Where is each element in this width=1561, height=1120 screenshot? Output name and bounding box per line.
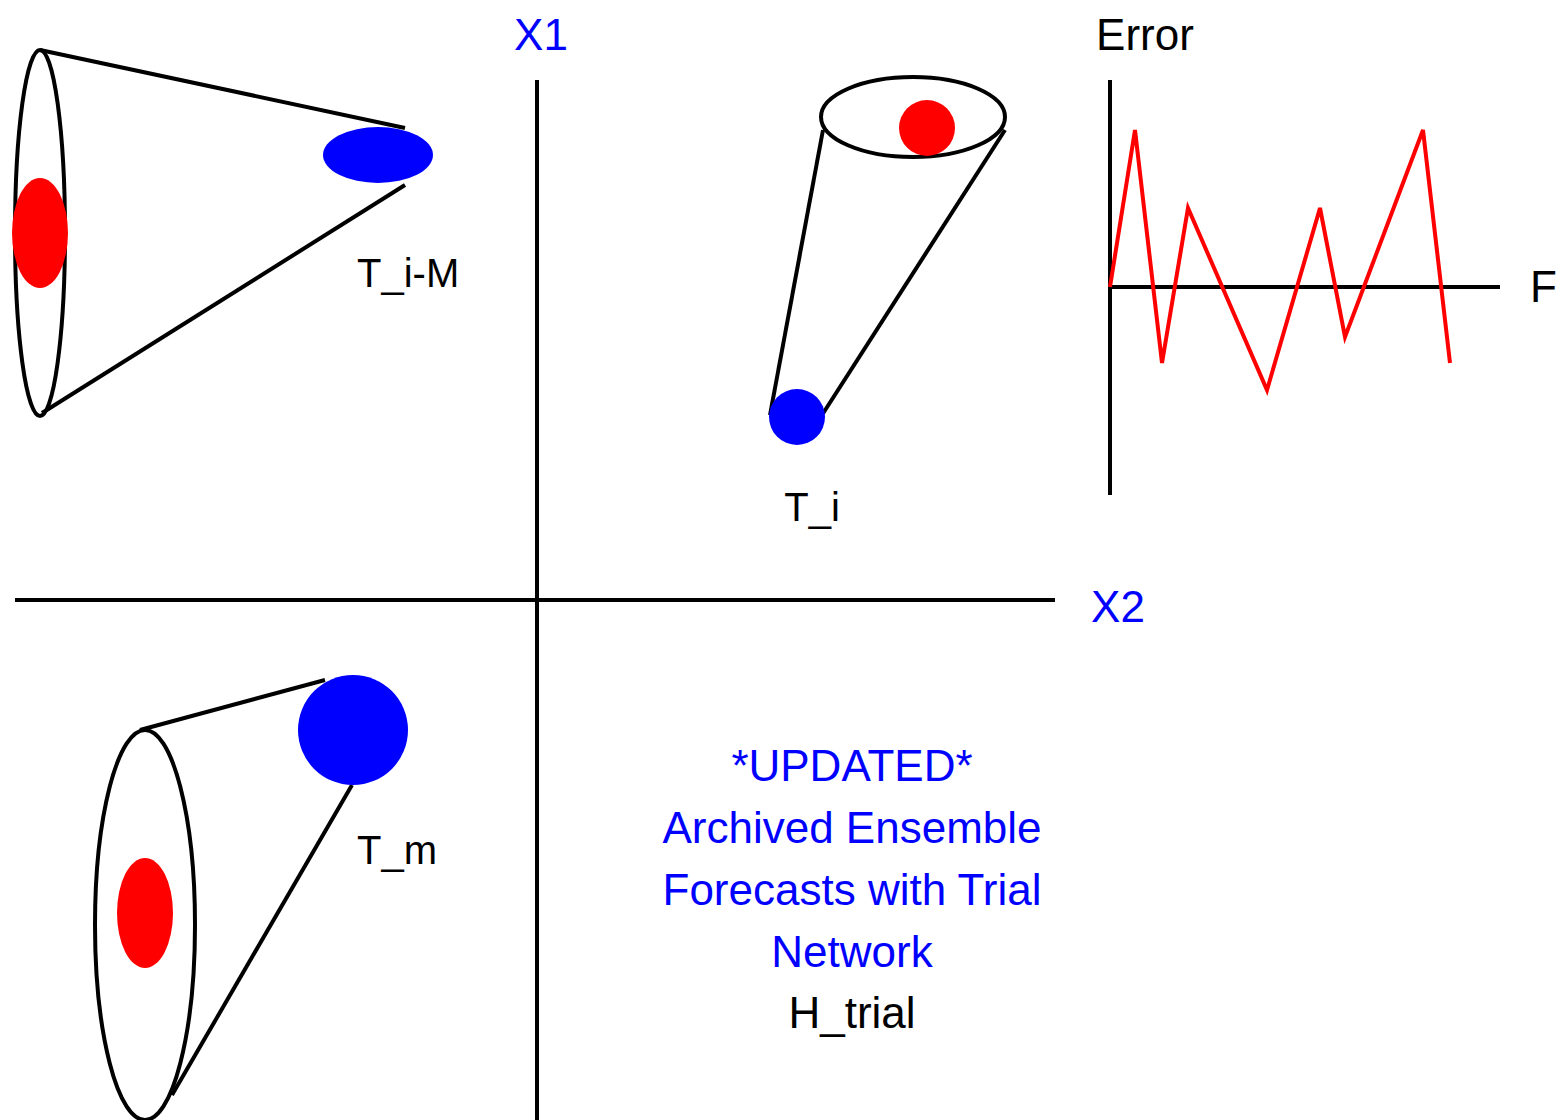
cone-edge	[140, 680, 325, 730]
red-spread	[899, 100, 955, 156]
time-label: T_m	[357, 827, 437, 873]
error-curve	[1110, 130, 1450, 390]
axis-label: Error	[1096, 10, 1194, 61]
cone-edge	[770, 130, 823, 415]
cone-edge	[40, 50, 405, 128]
red-spread	[117, 858, 173, 968]
axis-label: X1	[514, 10, 568, 61]
time-label: T_i	[784, 484, 840, 530]
cone-base	[95, 730, 195, 1120]
cone-base	[821, 77, 1005, 157]
cone-edge	[822, 130, 1005, 415]
blue-spread	[323, 127, 433, 183]
blue-spread	[769, 389, 825, 445]
cone-edge	[42, 185, 405, 413]
cone-edge	[172, 785, 352, 1095]
axis-label: X2	[1091, 582, 1145, 633]
note-text: *UPDATED* Archived Ensemble Forecasts wi…	[642, 735, 1062, 983]
axis-label: F	[1530, 262, 1557, 313]
blue-spread	[298, 675, 408, 785]
x2-axis	[15, 598, 1055, 602]
network-label: H_trial	[788, 988, 915, 1039]
time-label: T_i-M	[357, 250, 459, 296]
red-spread	[12, 178, 68, 288]
